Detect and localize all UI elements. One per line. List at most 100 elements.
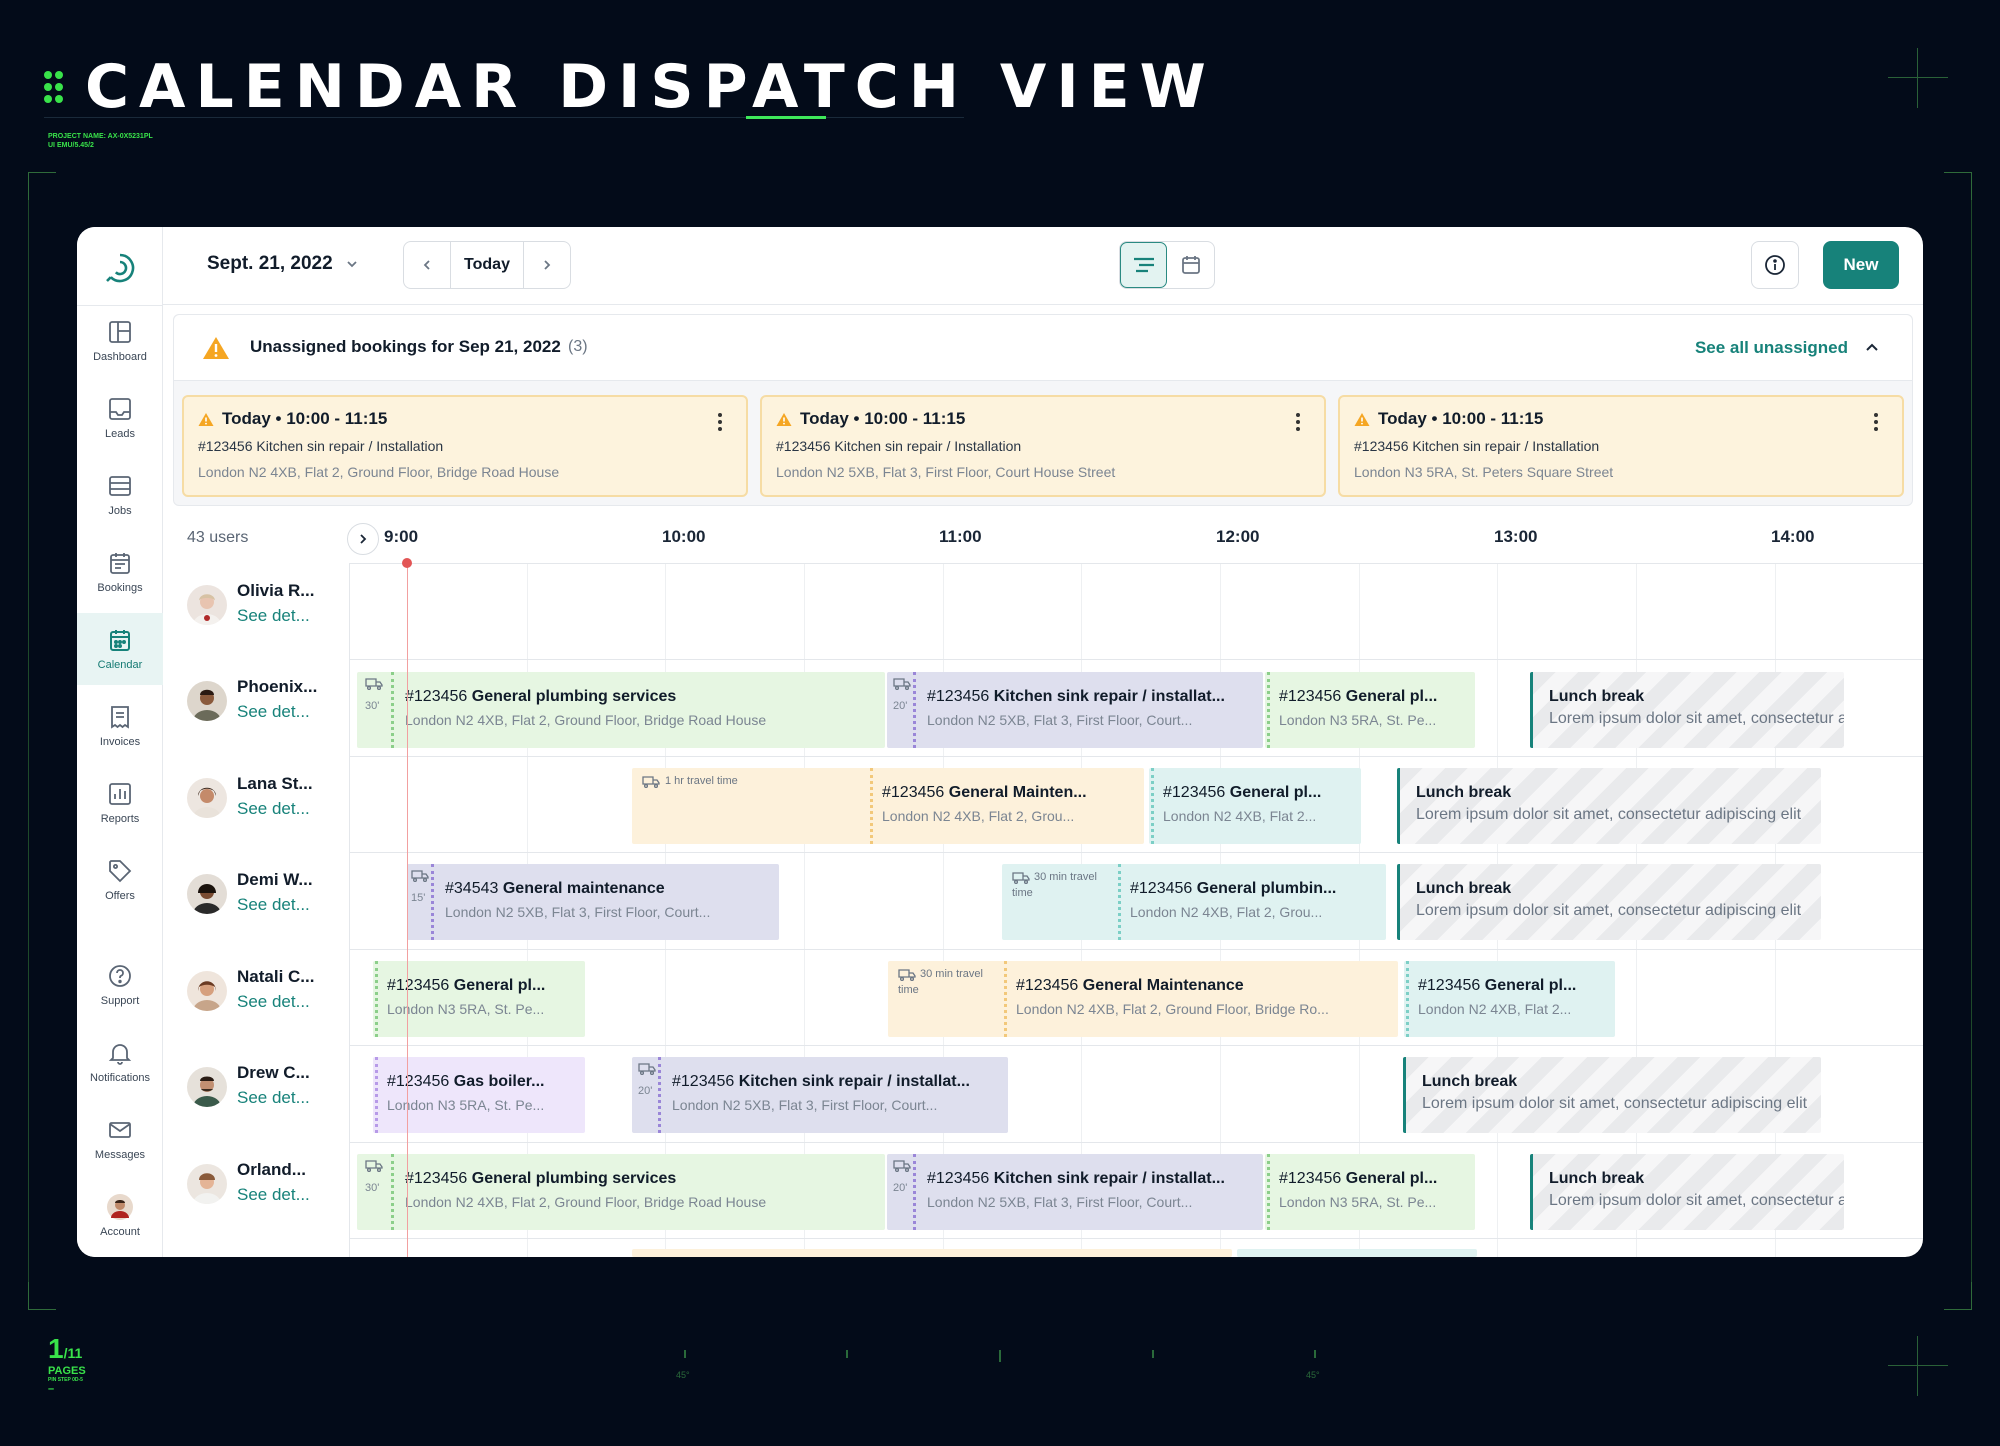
job-title: #123456 General plumbing services [405,688,677,705]
sidebar-item-messages[interactable]: Messages [77,1103,163,1175]
sidebar-item-support[interactable]: Support [77,949,163,1021]
new-button[interactable]: New [1823,241,1899,289]
see-all-unassigned-link[interactable]: See all unassigned [1694,338,1848,357]
logo-icon[interactable] [97,245,143,291]
frame-corner [28,172,56,200]
row-divider [349,659,1923,660]
user-name: Orland... [237,1160,306,1179]
reports-icon [109,783,131,805]
grid-line [943,563,944,1257]
next-day-button[interactable] [524,242,570,288]
current-time-line [407,563,408,1257]
travel-time-label: 1 hr travel time [665,775,738,787]
timeline-view-button[interactable] [1120,242,1168,288]
lunch-break-block[interactable]: Lunch break Lorem ipsum dolor sit amet, … [1530,1154,1844,1230]
unassigned-booking-card[interactable]: Today • 10:00 - 11:15 #123456 Kitchen si… [182,395,748,497]
calendar-view-button[interactable] [1167,242,1214,288]
calendar-icon [1181,256,1200,274]
ruler-tick [684,1350,686,1358]
today-button[interactable]: Today [450,242,524,288]
user-name: Lana St... [237,774,313,793]
hour-label: 13:00 [1494,527,1538,546]
job-address: London N2 5XB, Flat 3, First Floor, Cour… [927,712,1193,728]
job-block[interactable]: 30 min travel time #123456 General plumb… [1002,864,1386,940]
job-block[interactable]: #123456 General pl... London N2 4XB, Fla… [1404,961,1615,1037]
job-title: #123456 General Mainten... [882,784,1087,801]
sidebar-item-reports[interactable]: Reports [77,767,163,839]
sidebar-item-dashboard[interactable]: Dashboard [77,305,163,377]
date-picker[interactable]: Sept. 21, 2022 [207,253,359,275]
job-block[interactable]: #123456 General pl... London N3 5RA, St.… [373,961,585,1037]
grid-line [349,563,350,1257]
previous-day-button[interactable] [404,242,450,288]
more-options-icon[interactable] [1296,413,1300,434]
travel-divider [1267,672,1270,748]
travel-divider [870,768,873,844]
avatar [187,1067,227,1107]
see-details-link[interactable]: See det... [237,895,310,914]
lunch-break-block[interactable]: Lunch break Lorem ipsum dolor sit amet, … [1403,1057,1821,1133]
chevron-up-icon[interactable] [1864,339,1880,355]
avatar [187,681,227,721]
see-details-link[interactable]: See det... [237,606,310,625]
truck-icon [365,1160,383,1172]
job-block[interactable]: #123456 General pl... London N3 5RA, St.… [1265,672,1475,748]
toolbar: Sept. 21, 2022 Today New [163,227,1923,305]
more-options-icon[interactable] [718,413,722,434]
sidebar-item-jobs[interactable]: Jobs [77,459,163,531]
job-block[interactable]: 30 min travel time #123456 General Maint… [888,961,1398,1037]
ruler-tick [1314,1350,1316,1358]
page-header: CALENDAR DISPATCH VIEW [44,52,1216,122]
job-block[interactable]: 20' #123456 Kitchen sink repair / instal… [632,1057,1008,1133]
user-name: Demi W... [237,870,313,889]
job-title: #123456 Kitchen sink repair / installat.… [672,1073,970,1090]
travel-divider [1267,1154,1270,1230]
job-block[interactable]: 20' #123456 Kitchen sink repair / instal… [887,1154,1263,1230]
unassigned-booking-card[interactable]: Today • 10:00 - 11:15 #123456 Kitchen si… [760,395,1326,497]
sidebar-item-bookings[interactable]: Bookings [77,536,163,608]
warning-icon [776,413,792,426]
info-button[interactable] [1751,241,1799,289]
hour-label: 9:00 [384,527,419,546]
job-address: London N3 5RA, St. Pe... [1279,1194,1437,1210]
lunch-break-block[interactable]: Lunch break Lorem ipsum dolor sit amet, … [1397,768,1821,844]
travel-divider [1406,961,1409,1037]
job-address: London N2 4XB, Flat 2, Grou... [882,808,1075,824]
ruler-tick [999,1350,1001,1362]
see-details-link[interactable]: See det... [237,992,310,1011]
job-block[interactable] [632,1249,1232,1257]
job-title: #123456 General pl... [1279,1170,1438,1187]
job-block[interactable]: 30' #123456 General plumbing services Lo… [357,1154,885,1230]
more-options-icon[interactable] [1874,413,1878,434]
sidebar-item-offers[interactable]: Offers [77,844,163,916]
sidebar-item-leads[interactable]: Leads [77,382,163,454]
sidebar-item-account[interactable]: Account [77,1180,163,1252]
sidebar-item-calendar[interactable]: Calendar [77,613,163,685]
expand-users-button[interactable] [347,523,379,555]
job-title: #123456 General pl... [1279,688,1438,705]
see-details-link[interactable]: See det... [237,702,310,721]
job-block[interactable]: #123456 General pl... London N3 5RA, St.… [1265,1154,1475,1230]
lunch-break-block[interactable]: Lunch break Lorem ipsum dolor sit amet, … [1397,864,1821,940]
sidebar-item-label: Offers [105,890,135,902]
see-details-link[interactable]: See det... [237,799,310,818]
job-block[interactable]: 1 hr travel time #123456 General Mainten… [632,768,1144,844]
job-block[interactable] [1237,1249,1477,1257]
sidebar-item-notifications[interactable]: Notifications [77,1026,163,1098]
job-block[interactable]: 30' #123456 General plumbing services Lo… [357,672,885,748]
unassigned-booking-card[interactable]: Today • 10:00 - 11:15 #123456 Kitchen si… [1338,395,1904,497]
job-address: London N3 5RA, St. Pe... [1279,712,1437,728]
job-block[interactable]: #123456 Gas boiler... London N3 5RA, St.… [373,1057,585,1133]
job-block[interactable]: 15' #34543 General maintenance London N2… [407,864,779,940]
see-details-link[interactable]: See det... [237,1088,310,1107]
job-block[interactable]: #123456 General pl... London N2 4XB, Fla… [1149,768,1361,844]
booking-job: #123456 Kitchen sin repair / Installatio… [1354,438,1600,454]
job-title: #123456 General pl... [1418,977,1577,994]
lunch-break-block[interactable]: Lunch break Lorem ipsum dolor sit amet, … [1530,672,1844,748]
job-block[interactable]: 20' #123456 Kitchen sink repair / instal… [887,672,1263,748]
job-address: London N2 4XB, Flat 2, Ground Floor, Bri… [405,1194,767,1210]
see-details-link[interactable]: See det... [237,1185,310,1204]
app-window: Dashboard Leads Jobs Bookings Calendar I… [77,227,1923,1257]
project-sub: UI EMU/5.45/2 [48,142,94,149]
sidebar-item-invoices[interactable]: Invoices [77,690,163,762]
